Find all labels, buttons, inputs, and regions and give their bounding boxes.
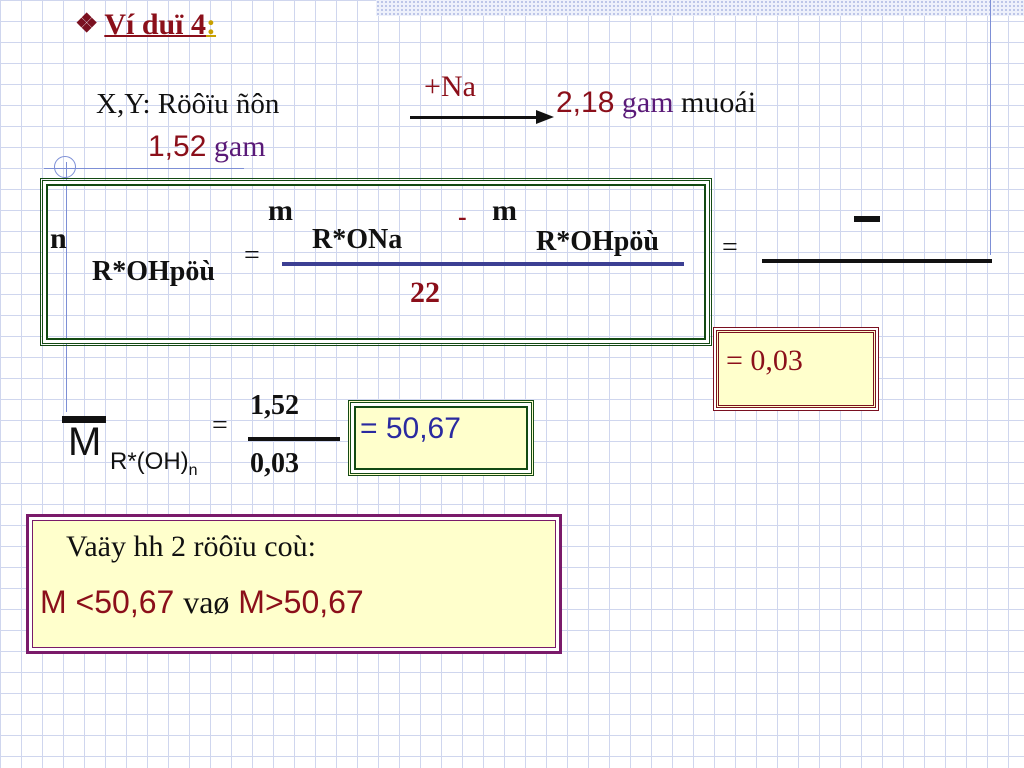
formula-n-symbol: n	[50, 222, 67, 255]
formula-m1-symbol: m	[268, 194, 293, 227]
placeholder-fraction-bar	[762, 259, 992, 263]
formula-fraction-bar	[282, 262, 684, 266]
guide-line-top	[44, 168, 244, 169]
conclusion-box	[26, 514, 562, 654]
formula-m2-symbol: m	[492, 194, 517, 227]
formula-n-subscript: R*OHpöù	[92, 256, 215, 287]
result-n-text: = 0,03	[726, 344, 803, 377]
molar-fraction-bar	[248, 437, 340, 441]
conclusion-part-c: M>50,67	[229, 584, 364, 620]
reactant-label: X,Y: Röôïu ñôn	[96, 88, 280, 120]
conclusion-line1: Vaäy hh 2 röôïu coù:	[66, 530, 316, 563]
molar-subscript-text: R*(OH)	[110, 448, 189, 475]
reactant-amount: 1,52	[148, 130, 207, 163]
arrow-head-icon	[536, 110, 554, 124]
molar-result: = 50,67	[360, 412, 461, 445]
guide-line-right	[990, 0, 991, 255]
reagent-label: +Na	[424, 70, 476, 103]
conclusion-part-a: M <50,67	[40, 584, 184, 620]
formula-equals: =	[244, 240, 260, 271]
guide-circle-marker	[54, 156, 76, 178]
molar-equals: =	[212, 410, 228, 441]
product-amount: 2,18	[556, 86, 615, 119]
formula-box	[40, 178, 712, 346]
title-text: Ví duï 4	[104, 8, 207, 41]
reactant-unit: gam	[213, 130, 266, 163]
molar-subscript-n: n	[188, 462, 198, 479]
formula-denominator: 22	[410, 276, 440, 309]
placeholder-dash	[854, 216, 880, 222]
molar-denominator: 0,03	[250, 448, 299, 479]
title-colon: :	[206, 8, 217, 41]
reaction-arrow	[410, 116, 540, 119]
molar-numerator: 1,52	[250, 390, 299, 421]
molar-subscript: R*(OH)n	[110, 448, 198, 480]
formula-m2-subscript: R*OHpöù	[536, 226, 659, 257]
bullet-diamond-icon: ❖	[75, 9, 99, 38]
header-pattern-band	[376, 0, 1024, 16]
result-n-box	[716, 330, 876, 408]
mean-bar	[62, 416, 106, 423]
reactant-mass: 1,52 gam	[148, 130, 266, 164]
result-n-value: = 0,03	[726, 344, 803, 378]
slide-title: ❖Ví duï 4:	[75, 8, 216, 42]
formula-minus: -	[458, 202, 467, 231]
molar-symbol: M	[68, 420, 102, 464]
guide-line-left	[66, 162, 67, 412]
conclusion-part-b: vaø	[183, 584, 230, 620]
product-label: muoái	[681, 86, 757, 119]
product-unit: gam	[621, 86, 674, 119]
molar-result-box	[348, 400, 534, 476]
formula-equals-2: =	[722, 232, 738, 263]
product-line: 2,18 gam muoái	[556, 86, 756, 120]
conclusion-line2: M <50,67 vaø M>50,67	[40, 584, 364, 621]
formula-m1-subscript: R*ONa	[312, 224, 403, 255]
